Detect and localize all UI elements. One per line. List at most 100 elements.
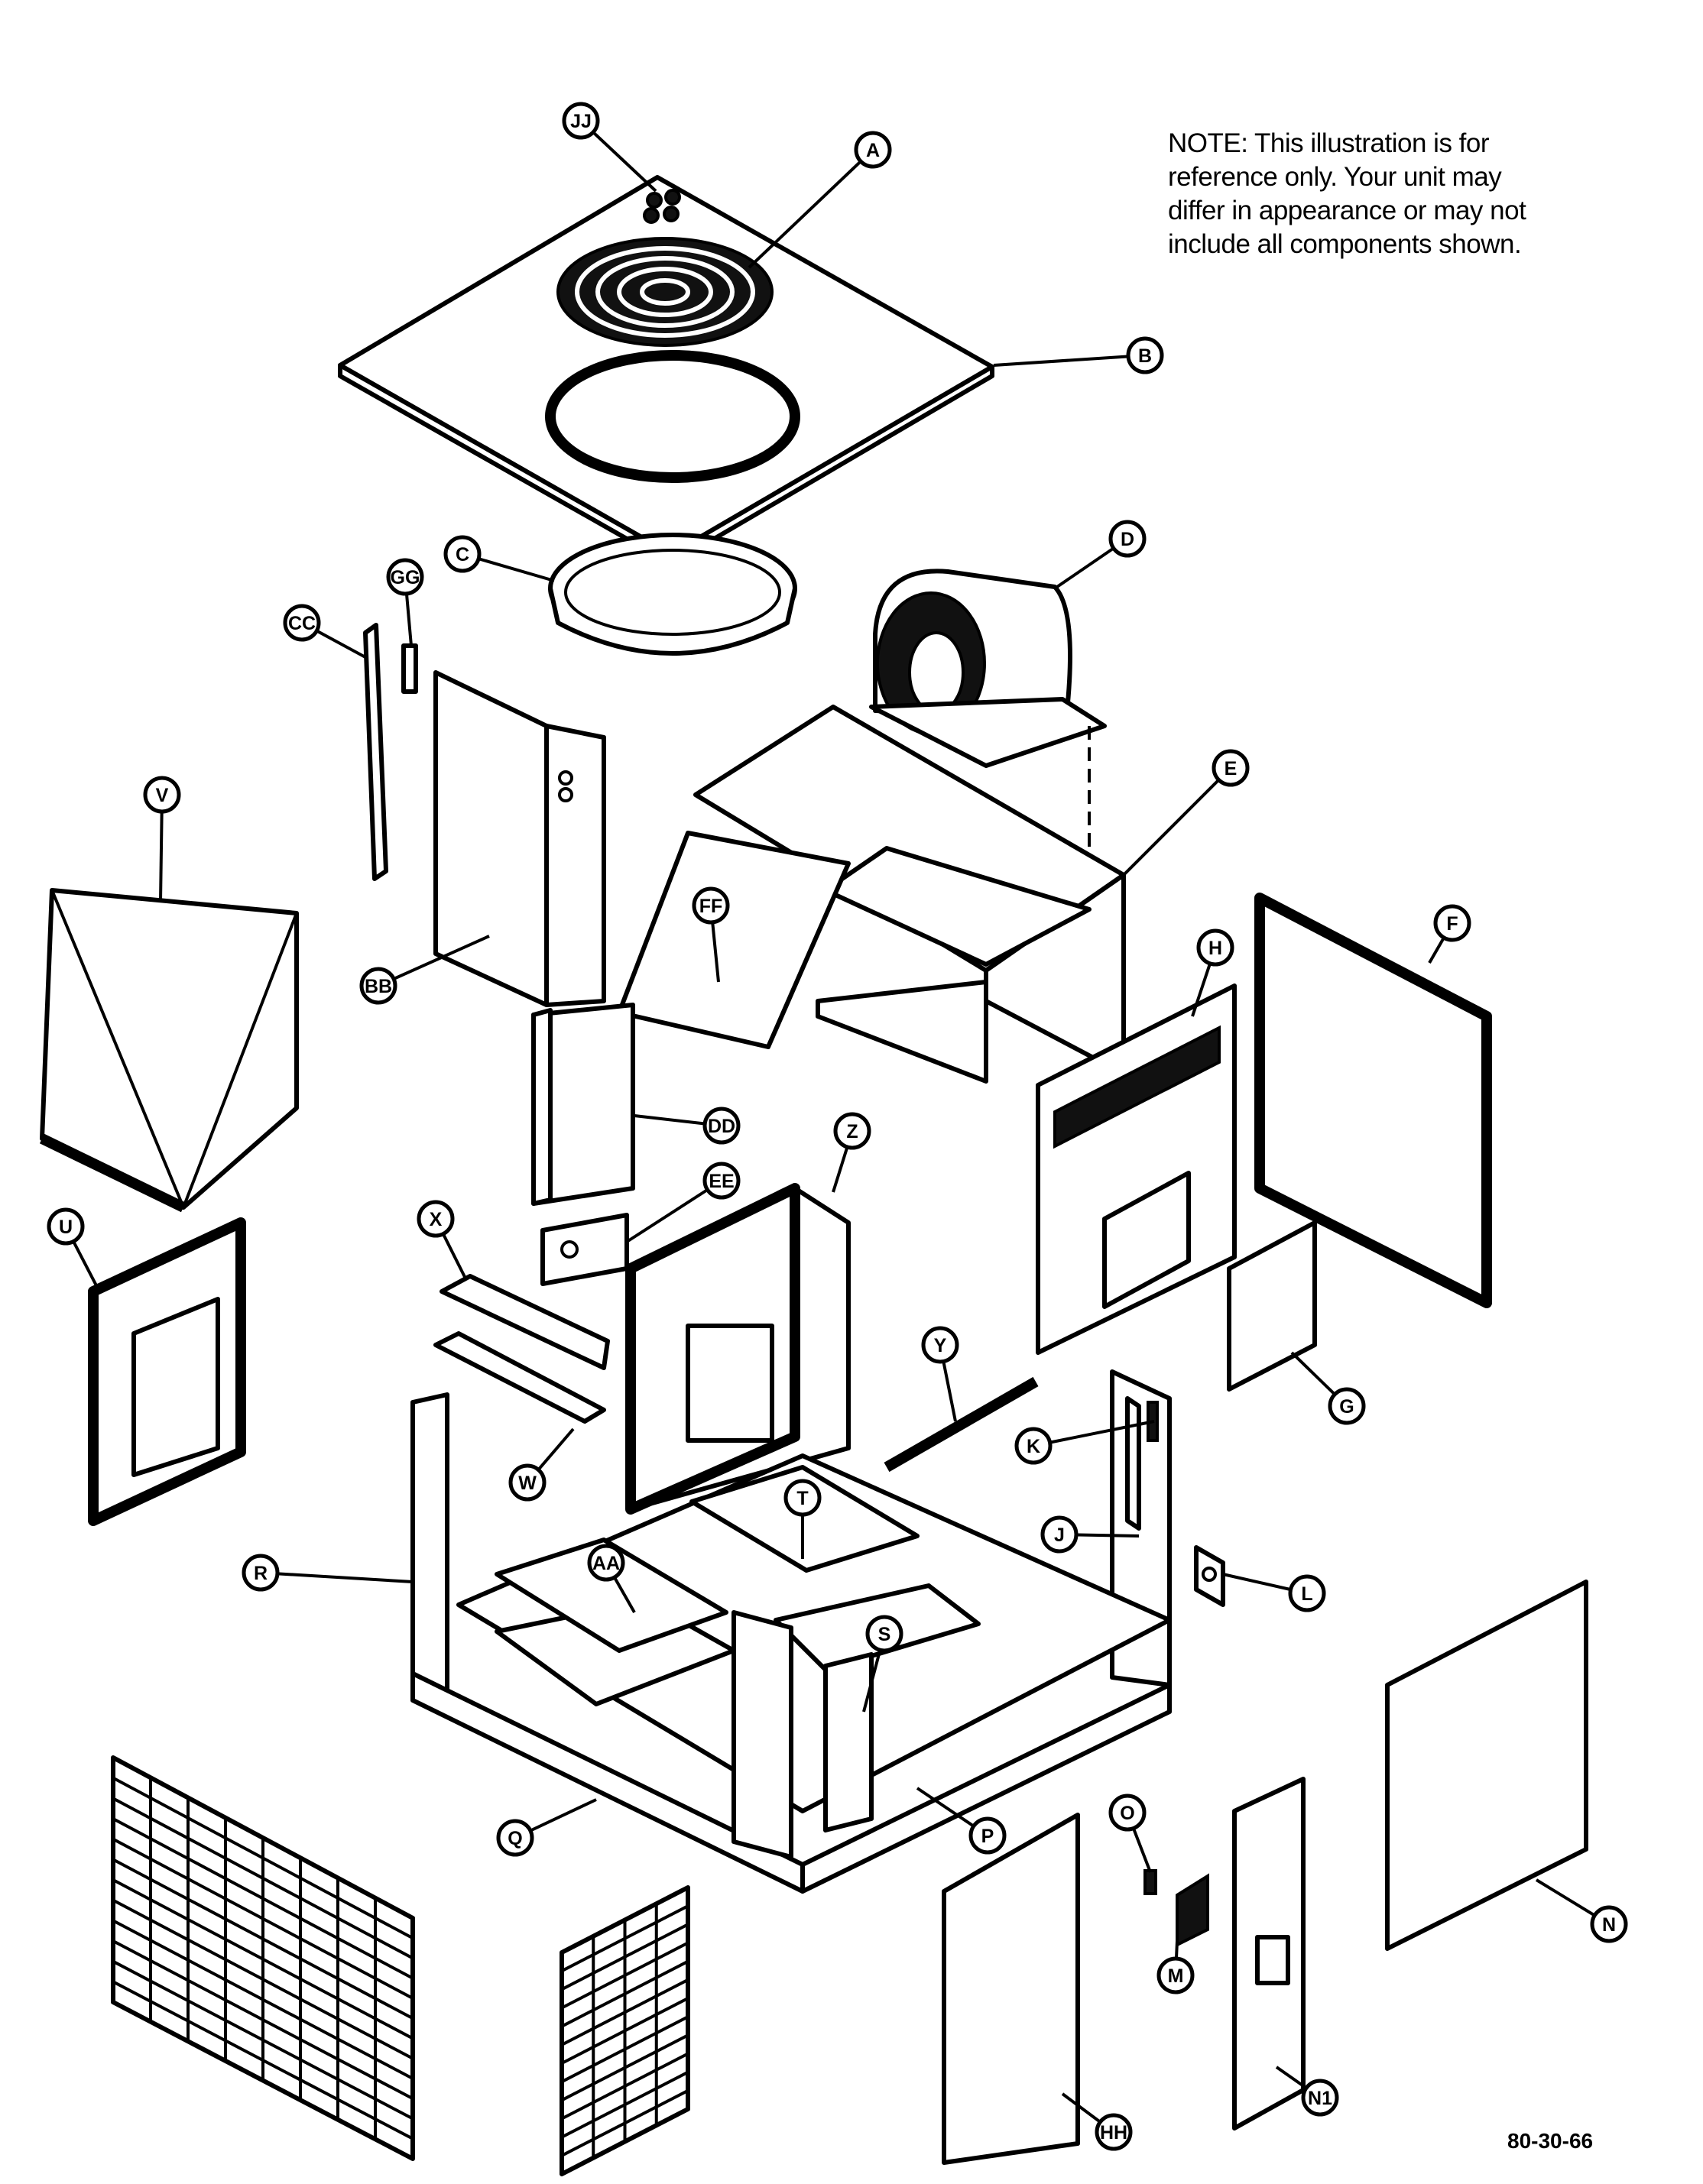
partition-panel xyxy=(433,670,606,1007)
callout-z: Z xyxy=(833,1112,871,1150)
grille-bar xyxy=(112,1939,414,2101)
disconnect-box xyxy=(1176,1873,1209,1948)
callout-label: Q xyxy=(508,1828,522,1849)
control-bracket xyxy=(540,1213,629,1286)
callout-label: X xyxy=(430,1209,443,1230)
figure-code: 80-30-66 xyxy=(1507,2129,1594,2153)
access-panel-m xyxy=(1385,1580,1588,1951)
callout-circle xyxy=(783,1479,822,1517)
callout-p: P xyxy=(968,1816,1007,1855)
callout-cc: CC xyxy=(283,604,321,642)
callout-circle xyxy=(359,967,397,1005)
callout-label: K xyxy=(1027,1436,1040,1457)
callout-circle xyxy=(496,1819,534,1857)
callout-circle xyxy=(968,1816,1007,1855)
callout-circle xyxy=(143,776,181,814)
note-text: NOTE: This illustration is for reference… xyxy=(1168,127,1596,261)
grille-bar xyxy=(561,2033,689,2102)
callout-circle xyxy=(1040,1515,1079,1554)
callout-j: J xyxy=(1040,1515,1079,1554)
callout-circle xyxy=(692,886,730,925)
callout-circle xyxy=(1301,2079,1339,2117)
callout-s: S xyxy=(865,1615,903,1653)
callout-d: D xyxy=(1108,520,1147,558)
callout-label: L xyxy=(1301,1583,1312,1605)
callout-circle xyxy=(587,1544,625,1582)
callout-circle xyxy=(283,604,321,642)
grille-bar xyxy=(112,1919,414,2080)
callout-circle xyxy=(242,1554,280,1592)
callout-circle xyxy=(1156,1956,1195,1994)
grille-bar xyxy=(561,2015,689,2083)
grille-bar xyxy=(561,1941,689,2010)
callout-label: V xyxy=(156,785,169,806)
grommets xyxy=(643,189,681,224)
callout-o: O xyxy=(1108,1794,1147,1832)
callout-t: T xyxy=(783,1479,822,1517)
callout-label: U xyxy=(59,1217,73,1238)
grille-bar xyxy=(561,1959,689,2028)
rail xyxy=(440,1274,610,1370)
callout-label: A xyxy=(866,140,880,161)
callout-circle xyxy=(562,102,600,140)
channel-j xyxy=(1125,1396,1141,1531)
callout-l: L xyxy=(1288,1574,1326,1612)
callout-circle xyxy=(921,1326,959,1364)
callout-e: E xyxy=(1212,749,1250,787)
callout-bb: BB xyxy=(359,967,397,1005)
callout-x: X xyxy=(417,1200,455,1238)
blower-deck xyxy=(693,705,1126,1084)
gasket-ring xyxy=(545,350,800,483)
callout-circle xyxy=(1288,1574,1326,1612)
callout-circle xyxy=(1212,749,1250,787)
callout-leader xyxy=(260,1571,414,1583)
callout-n1: N1 xyxy=(1301,2079,1339,2117)
callout-circle xyxy=(1196,928,1234,967)
access-panel-n1 xyxy=(942,1813,1080,2165)
side-panel xyxy=(88,1217,246,1526)
filter-rack-left xyxy=(495,1538,728,1653)
callout-label: J xyxy=(1054,1525,1065,1546)
callout-r: R xyxy=(242,1554,280,1592)
support xyxy=(433,1331,606,1424)
callout-w: W xyxy=(508,1463,547,1502)
base-assembly xyxy=(410,1369,1172,1894)
callout-circle xyxy=(386,558,424,596)
callout-u: U xyxy=(47,1207,85,1246)
callout-circle xyxy=(854,131,892,169)
callout-label: JJ xyxy=(570,111,592,132)
grille-bar xyxy=(112,1980,414,2140)
callout-b: B xyxy=(1126,336,1164,374)
grille-bar xyxy=(112,1858,414,2020)
callout-f: F xyxy=(1433,904,1471,942)
access-cover xyxy=(1227,1220,1317,1392)
note-line-1: NOTE: This illustration is for xyxy=(1168,128,1490,158)
callout-circle xyxy=(417,1200,455,1238)
callout-label: N1 xyxy=(1308,2088,1332,2109)
callout-label: BB xyxy=(365,976,392,997)
callout-label: DD xyxy=(708,1116,735,1137)
inner-panel xyxy=(625,1183,851,1515)
callout-label: HH xyxy=(1100,2122,1127,2143)
callout-y: Y xyxy=(921,1326,959,1364)
grille-bar xyxy=(112,1797,414,1960)
callout-leader xyxy=(1033,1420,1155,1447)
blower xyxy=(869,569,1107,867)
callout-g: G xyxy=(1328,1387,1366,1425)
grille-bar xyxy=(561,1904,689,1972)
plate-l xyxy=(1194,1545,1225,1607)
callout-hh: HH xyxy=(1095,2113,1133,2151)
grille-grid xyxy=(112,1776,689,2158)
callout-m: M xyxy=(1156,1956,1195,1994)
callout-c: C xyxy=(443,535,482,573)
grille-bar xyxy=(112,1837,414,2000)
callout-circle xyxy=(1108,1794,1147,1832)
callout-circle xyxy=(443,535,482,573)
callout-circle xyxy=(1095,2113,1133,2151)
top-panel xyxy=(338,175,994,566)
fan-guard xyxy=(556,237,774,347)
grille-bar xyxy=(112,1898,414,2060)
callout-n: N xyxy=(1590,1905,1628,1943)
